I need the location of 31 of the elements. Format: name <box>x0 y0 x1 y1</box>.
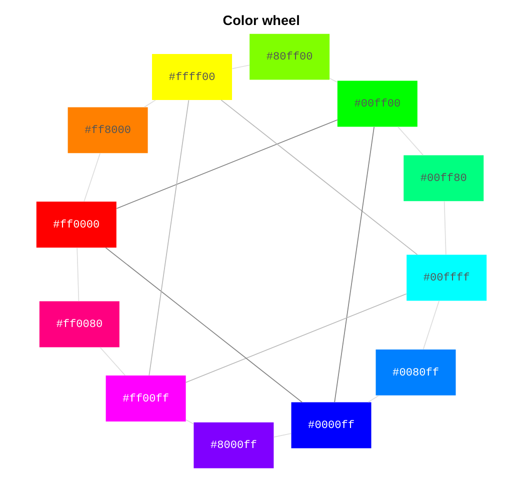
connector <box>422 300 439 350</box>
connector <box>143 100 156 108</box>
connector <box>184 293 406 383</box>
connector <box>220 100 418 256</box>
node-box: #ff0000 <box>36 202 116 248</box>
node-box: #ff8000 <box>67 107 148 154</box>
connector <box>99 346 126 376</box>
connector <box>397 126 423 156</box>
connector <box>76 248 79 302</box>
connector <box>328 78 338 83</box>
connector <box>334 126 374 403</box>
connector <box>272 433 291 438</box>
diagram-title: Color wheel <box>222 13 300 28</box>
connector <box>148 100 189 376</box>
connector <box>231 64 250 70</box>
connector <box>367 395 379 403</box>
connector <box>83 152 100 202</box>
connector <box>185 419 194 424</box>
node-box: #80ff00 <box>249 34 330 80</box>
connector <box>443 200 446 255</box>
node-box: #0080ff <box>375 349 456 396</box>
node-box: #ffff00 <box>152 54 232 100</box>
node-box: #00ffff <box>406 254 486 301</box>
node-box: #ff00ff <box>105 376 186 422</box>
node-box: #8000ff <box>193 422 274 468</box>
node-box: #00ff00 <box>336 80 417 127</box>
node-box: #00ff80 <box>403 155 484 202</box>
connector <box>116 119 338 209</box>
node-box: #ff0080 <box>38 301 119 348</box>
node-box: #0000ff <box>290 402 371 448</box>
connector <box>104 247 302 403</box>
